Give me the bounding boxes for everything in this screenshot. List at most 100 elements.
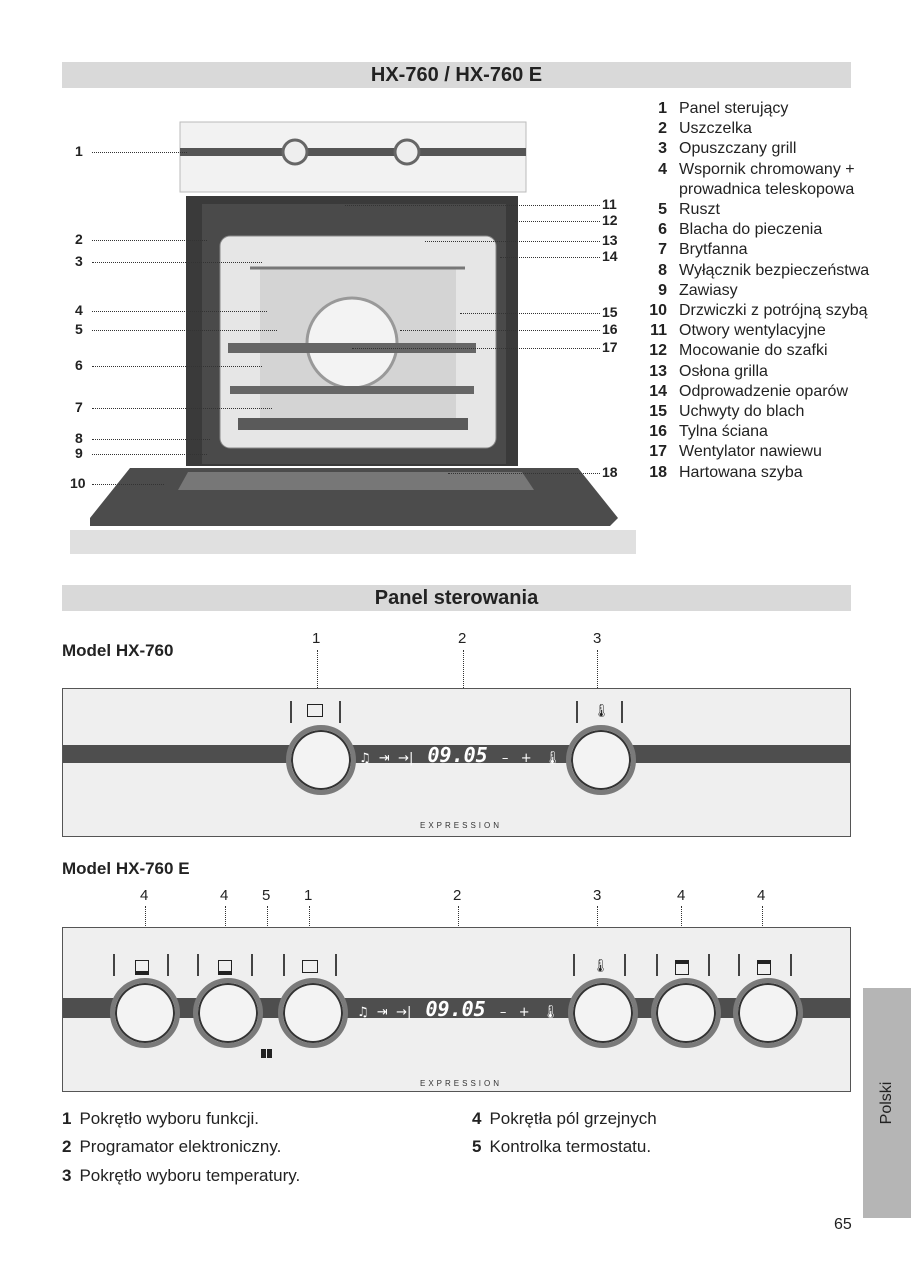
brand-label: EXPRESSION — [420, 821, 503, 830]
callout-14: 14 — [602, 248, 618, 264]
legend-text: Zawiasy — [679, 281, 738, 299]
section-title-oven: HX-760 / HX-760 E — [62, 62, 851, 88]
panel2-callout: 3 — [593, 887, 602, 904]
separator — [656, 954, 658, 976]
legend-number: 7 — [658, 241, 667, 259]
plus-button[interactable]: + — [520, 751, 532, 766]
display-strip — [63, 745, 850, 763]
legend-text: Osłona grilla — [679, 362, 768, 380]
legend-text: Tylna ściana — [679, 423, 768, 441]
leader-line — [597, 650, 598, 702]
leader-line — [515, 221, 600, 222]
callout-2: 2 — [75, 231, 83, 247]
function-symbol-icon — [307, 704, 323, 717]
leader-line — [400, 330, 600, 331]
legend-number: 16 — [649, 423, 667, 441]
callout-17: 17 — [602, 339, 618, 355]
model-label-hx760e: Model HX-760 E — [62, 859, 190, 878]
legend-text: Drzwiczki z potrójną szybą — [679, 302, 868, 320]
hob-zone-icon — [218, 960, 232, 975]
hob-knob[interactable] — [193, 978, 263, 1048]
leader-line — [448, 473, 600, 474]
callout-15: 15 — [602, 304, 618, 320]
separator — [576, 701, 578, 723]
bell-icon[interactable]: ♫ — [359, 751, 371, 766]
thermometer-icon: 🌡 — [592, 958, 609, 973]
callout-8: 8 — [75, 430, 83, 446]
callout-1: 1 — [75, 143, 83, 159]
legend-text: Mocowanie do szafki — [679, 342, 828, 360]
leader-line — [92, 152, 187, 153]
separator — [339, 701, 341, 723]
panel2-callout: 4 — [677, 887, 686, 904]
hob-knob[interactable] — [651, 978, 721, 1048]
minus-button[interactable]: – — [499, 1005, 507, 1020]
panel2-callout: 1 — [304, 887, 313, 904]
programmer-display: ♫ ⇥ →| 09.05 – + 🌡 — [359, 743, 561, 767]
programmer-display: ♫ ⇥ →| 09.05 – + 🌡 — [357, 997, 559, 1021]
function-symbol-icon — [302, 960, 318, 973]
panel2-callout: 4 — [757, 887, 766, 904]
legend-number: 11 — [650, 322, 667, 340]
leader-line — [345, 205, 600, 206]
separator — [335, 954, 337, 976]
separator — [738, 954, 740, 976]
leader-line — [500, 257, 600, 258]
separator — [573, 954, 575, 976]
leader-line — [92, 311, 267, 312]
legend-text: Wentylator nawiewu — [679, 443, 822, 461]
oven-illustration — [70, 121, 636, 554]
thermostat-icon[interactable]: 🌡 — [544, 751, 561, 766]
separator — [790, 954, 792, 976]
panel2-callout: 4 — [140, 887, 149, 904]
legend-text: Uszczelka — [679, 120, 752, 138]
temperature-knob[interactable] — [568, 978, 638, 1048]
legend-item: 2 Uszczelka — [646, 119, 876, 139]
hob-zone-icon — [135, 960, 149, 975]
leader-line — [92, 366, 262, 367]
legend-item: 16 Tylna ściana — [646, 422, 876, 442]
separator — [113, 954, 115, 976]
end-icon[interactable]: →| — [398, 751, 414, 766]
leader-line — [92, 408, 272, 409]
legend-item: 11 Otwory wentylacyjne — [646, 321, 876, 341]
thermostat-icon[interactable]: 🌡 — [542, 1005, 559, 1020]
plus-button[interactable]: + — [518, 1005, 530, 1020]
end-icon[interactable]: →| — [396, 1005, 412, 1020]
temperature-knob[interactable] — [566, 725, 636, 795]
separator — [167, 954, 169, 976]
legend-number: 5 — [658, 201, 667, 219]
legend-text: Ruszt — [679, 201, 720, 219]
legend-number: 2 — [658, 120, 667, 138]
hob-knob[interactable] — [733, 978, 803, 1048]
legend-item: 13 Osłona grilla — [646, 362, 876, 382]
legend-number: 8 — [658, 261, 667, 279]
legend-text: Hartowana szyba — [679, 463, 803, 481]
hob-knob[interactable] — [110, 978, 180, 1048]
minus-button[interactable]: – — [501, 751, 509, 766]
start-icon[interactable]: ⇥ — [376, 1005, 388, 1020]
bell-icon[interactable]: ♫ — [357, 1005, 369, 1020]
start-icon[interactable]: ⇥ — [378, 751, 390, 766]
leader-line — [460, 313, 600, 314]
legend-number: 13 — [649, 362, 667, 380]
legend-number: 3 — [658, 140, 667, 158]
separator — [624, 954, 626, 976]
function-knob[interactable] — [286, 725, 356, 795]
control-panel-hx760: 🌡 ♫ ⇥ →| 09.05 – + 🌡 EXPRESSION — [62, 688, 851, 837]
callout-3: 3 — [75, 253, 83, 269]
legend-text: Otwory wentylacyjne — [679, 322, 826, 340]
callout-11: 11 — [602, 196, 617, 212]
callout-9: 9 — [75, 445, 83, 461]
callout-16: 16 — [602, 321, 618, 337]
language-tab: Polski — [863, 988, 911, 1218]
function-knob[interactable] — [278, 978, 348, 1048]
